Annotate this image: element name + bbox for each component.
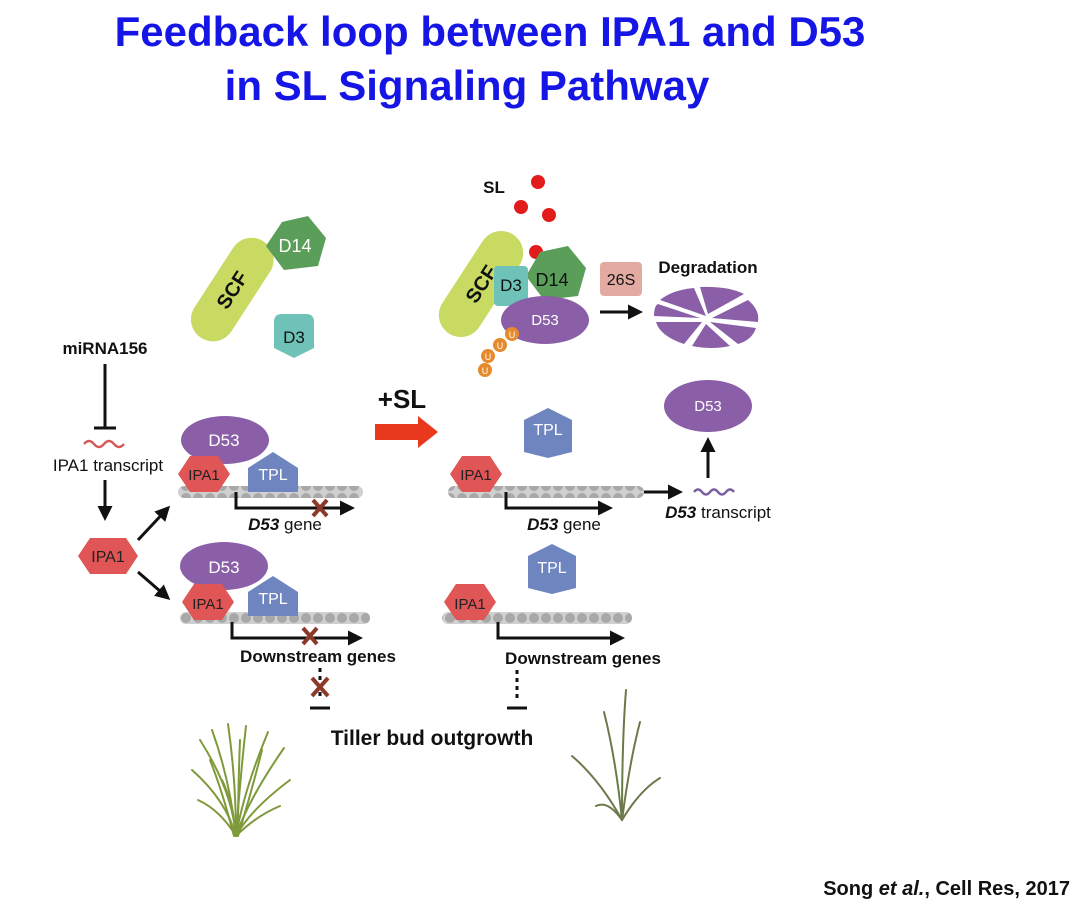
ipa1-label: IPA1 — [460, 467, 491, 484]
ipa1-shape — [178, 456, 230, 492]
degradation-label: Degradation — [658, 258, 757, 277]
downstream-genes-label: Downstream genes — [505, 649, 661, 668]
citation-source: , Cell Res, 2017 — [924, 878, 1070, 900]
title-line-1: Feedback loop between IPA1 and D53 — [114, 8, 866, 55]
d3-shape — [494, 266, 528, 306]
tpl-shape — [524, 408, 572, 458]
sl-molecule — [514, 200, 528, 214]
ubiquitin-chain: U U U U — [478, 327, 519, 377]
svg-text:U: U — [509, 330, 516, 340]
scf-complex-unbound: SCF D14 D3 — [190, 216, 326, 358]
proteasome-label: 26S — [607, 272, 635, 289]
tpl-label: TPL — [533, 422, 562, 439]
svg-text:U: U — [485, 352, 492, 362]
ipa1-label: IPA1 — [454, 596, 485, 613]
d53-gene-label: D53 gene — [527, 515, 601, 534]
ipa1-hexagon-left — [78, 538, 138, 574]
transcription-arrow — [504, 492, 613, 516]
active-d53-gene-complex: TPL IPA1 D53 gene D53 transcript D53 — [448, 380, 771, 534]
d3-label: D3 — [500, 276, 522, 295]
plus-sl-label: +SL — [378, 384, 427, 414]
d53-gene-label: D53 gene — [248, 515, 322, 534]
tpl-shape — [248, 576, 298, 616]
ipa1-label-left: IPA1 — [91, 549, 125, 566]
d14-label: D14 — [535, 270, 568, 290]
tpl-label: TPL — [537, 560, 566, 577]
block-x-mark — [301, 626, 319, 646]
d53-shape — [501, 296, 589, 344]
downstream-genes-label: Downstream genes — [240, 647, 396, 666]
d53-shape — [181, 416, 269, 464]
dna-strand — [180, 612, 370, 624]
tpl-label: TPL — [258, 467, 287, 484]
dna-strand — [442, 612, 632, 624]
scf-shape — [438, 230, 524, 338]
d14-shape — [266, 216, 326, 270]
d53-shape — [180, 542, 268, 590]
transcription-arrow — [234, 492, 355, 516]
ipa1-transcript-label: IPA1 transcript — [53, 456, 164, 475]
ipa1-to-downstream-arrow — [137, 570, 171, 600]
citation-author: Song — [823, 878, 879, 900]
tpl-label: TPL — [258, 591, 287, 608]
sl-perception-complex: SL SCF D14 D3 D53 U U U U — [438, 175, 589, 377]
citation-etal: et al. — [878, 878, 925, 900]
ipa1-shape — [444, 584, 496, 620]
d14-shape — [526, 246, 586, 300]
sparse-plant-icon — [571, 689, 661, 821]
mirna-label: miRNA156 — [62, 339, 147, 358]
svg-text:U: U — [497, 341, 504, 351]
tpl-shape — [528, 544, 576, 594]
d53-label: D53 — [208, 431, 239, 450]
sl-molecule — [542, 208, 556, 222]
bushy-plant-icon — [191, 723, 291, 837]
repressed-downstream-complex: D53 TPL IPA1 Downstream genes — [180, 542, 396, 710]
ipa1-to-d53-gene-arrow — [136, 505, 171, 542]
d3-label: D3 — [283, 328, 305, 347]
d53-new-protein — [664, 380, 752, 432]
inhibit-x-mark — [310, 676, 330, 698]
sl-label: SL — [483, 178, 505, 197]
ipa1-shape — [182, 584, 234, 620]
svg-text:U: U — [482, 366, 489, 376]
d53-transcript-wave — [693, 488, 735, 496]
title-line-2: in SL Signaling Pathway — [224, 62, 710, 109]
ipa1-label: IPA1 — [192, 596, 223, 613]
proteasome-26s — [600, 262, 642, 296]
d53-label: D53 — [694, 398, 722, 415]
d53-transcript-label: D53 transcript — [665, 503, 771, 522]
d53-label: D53 — [208, 558, 239, 577]
d14-label: D14 — [278, 236, 311, 256]
ipa1-label: IPA1 — [188, 467, 219, 484]
dna-strand — [448, 486, 644, 498]
scf-shape — [190, 237, 274, 342]
sl-molecule — [531, 175, 545, 189]
citation: Song et al., Cell Res, 2017 — [823, 878, 1070, 901]
ipa1-shape — [450, 456, 502, 492]
degraded-d53-fragments — [654, 286, 759, 348]
d3-shape — [274, 314, 314, 358]
tpl-shape — [248, 452, 298, 492]
repressed-d53-gene-complex: D53 TPL IPA1 D53 gene — [178, 416, 363, 534]
transcription-arrow — [496, 622, 625, 646]
transcription-arrow — [230, 622, 363, 646]
ipa1-transcript-wave — [83, 439, 125, 449]
block-x-mark — [311, 498, 329, 518]
tiller-bud-outgrowth-label: Tiller bud outgrowth — [331, 727, 534, 750]
plus-sl-arrow — [375, 416, 438, 448]
active-downstream-complex: TPL IPA1 Downstream genes — [442, 544, 661, 710]
d53-label: D53 — [531, 312, 559, 329]
